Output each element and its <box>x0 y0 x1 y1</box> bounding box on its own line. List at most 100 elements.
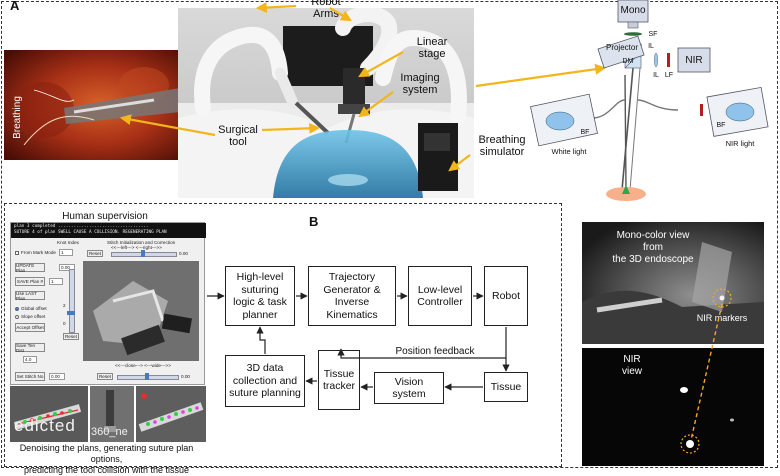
thumb-text-2: 360_ne <box>91 426 128 438</box>
thumb-text-1: edicted <box>14 416 76 435</box>
endoscope-photo: Breathing <box>4 50 180 160</box>
low-level-controller-text: Low-level Controller <box>417 283 463 309</box>
robot-setup-photo <box>178 8 474 198</box>
scale-zero: 0 <box>63 321 66 326</box>
supervision-title: Human supervision <box>62 211 148 222</box>
linear-stage-label: Linear stage <box>416 36 448 60</box>
high-level-planner-text: High-level suturing logic & task planner <box>233 271 287 321</box>
data-collection-text: 3D data collection and suture planning <box>229 362 301 400</box>
horizontal-slider-bottom-thumb[interactable] <box>145 373 149 380</box>
arrow-robot-arm-center <box>329 7 352 22</box>
suture-plan-thumb-3 <box>136 386 206 442</box>
save-plan-button[interactable]: SAVE Plan # <box>15 277 45 286</box>
set-stitch-no-button[interactable]: Set Stitch No <box>15 372 45 381</box>
from-mark-mode-label: From Mark Mode <box>21 250 56 255</box>
arrow-linear-stage <box>358 51 404 78</box>
breathing-simulator-label: Breathing simulator <box>478 134 526 158</box>
use-last-plan-button[interactable]: Use LAST Plan <box>15 291 45 301</box>
global-offset-radio[interactable] <box>15 307 19 311</box>
optics-schematic: Mono SF IL DM IL LF NIR Projector BF BF … <box>530 0 780 205</box>
supervision-gui: plan 3 completed .......................… <box>10 222 206 385</box>
panel-a-arrows <box>119 2 607 172</box>
white-light-label: White light <box>551 147 587 156</box>
tissue-tracker-text: Tissue tracker <box>322 367 356 393</box>
data-collection-box: 3D data collection and suture planning <box>225 355 305 407</box>
knot-index-field[interactable]: 1 <box>59 249 73 256</box>
mono-camera-label: Mono <box>620 5 646 16</box>
slope-offset-label: Slope offset <box>21 314 46 319</box>
tissue-tracker-box: Tissue tracker <box>318 350 360 410</box>
mono-color-view: Mono-color view from the 3D endoscope NI… <box>582 222 764 344</box>
arrow-data-to-planner <box>256 326 266 354</box>
arrow-surgical-tool-robot <box>261 122 321 134</box>
il-bottom-label: IL <box>653 72 659 79</box>
arrow-imaging-system <box>358 91 394 118</box>
arrow-robot-arm-left <box>255 2 297 14</box>
robot-box: Robot <box>484 266 528 326</box>
slider-bottom-label: <<---close---> <---wide--->> <box>115 363 171 368</box>
bf-right-label: BF <box>716 122 726 129</box>
arrow-breathing-sim <box>448 154 471 172</box>
save-ten-dist-button[interactable]: Save Ten Dist <box>15 343 45 353</box>
suture-plan-thumb-2: 360_ne <box>90 386 134 442</box>
robot-text: Robot <box>491 289 521 302</box>
dm-label: DM <box>622 58 634 65</box>
panel-a-letter: A <box>10 0 20 13</box>
tissue-text: Tissue <box>490 380 522 393</box>
reset-top-button[interactable]: Reset <box>87 250 103 257</box>
position-feedback-label: Position feedback <box>395 346 475 357</box>
horizontal-slider-top-thumb[interactable] <box>141 250 145 257</box>
slider-bottom-value: 0.00 <box>181 374 190 379</box>
nir-light-label: NIR light <box>725 139 755 148</box>
vertical-slider-thumb[interactable] <box>67 311 75 315</box>
nir-view-label: NIR view <box>621 354 642 377</box>
robot-arms-label: Robot Arms <box>311 0 341 20</box>
mono-view-caption: Mono-color view from the 3D endoscope <box>612 230 694 265</box>
tissue-box: Tissue <box>484 372 528 402</box>
slider-top-value: 0.00 <box>179 251 188 256</box>
imaging-system-label: Imaging system <box>400 72 440 96</box>
gui-log: plan 3 completed .......................… <box>11 223 206 238</box>
sf-label: SF <box>648 31 658 38</box>
nir-markers-label: NIR markers <box>696 313 748 323</box>
outer-frame <box>1 1 778 468</box>
reset-left-button[interactable]: Reset <box>63 333 79 340</box>
flow-arrows <box>207 292 510 391</box>
low-level-controller-box: Low-level Controller <box>408 266 472 326</box>
ten-dist-field[interactable]: 4.0 <box>23 356 37 363</box>
nir-camera-label: NIR <box>685 55 703 66</box>
bf-left-label: BF <box>580 129 590 136</box>
update-plan-field[interactable]: 0.00 <box>59 264 75 271</box>
knot-index-label: Knot Index <box>57 240 79 245</box>
arrow-surgical-tool-photo <box>119 114 216 137</box>
suture-plan-thumb-1: edicted <box>10 386 88 442</box>
trajectory-generator-text: Trajectory Generator & Inverse Kinematic… <box>323 271 381 321</box>
stitch-no-field[interactable]: 0.00 <box>49 373 65 380</box>
slider-top-label: <<---left---> <---right--->> <box>111 245 162 250</box>
global-offset-label: Global offset <box>21 306 47 311</box>
scale-two: 2 <box>63 303 66 308</box>
surgical-tool-label: Surgical tool <box>218 124 258 148</box>
il-top-label: IL <box>648 43 654 50</box>
nir-marker-link <box>690 303 723 441</box>
lf-label: LF <box>664 72 674 79</box>
slope-offset-radio[interactable] <box>15 315 19 319</box>
projector-label: Projector <box>605 43 638 52</box>
arrow-position-feedback <box>337 348 506 359</box>
reset-bottom-button[interactable]: Reset <box>97 373 113 380</box>
accept-offset-button[interactable]: Accept Offset <box>15 323 45 332</box>
arrow-to-optics <box>475 63 607 88</box>
high-level-planner-box: High-level suturing logic & task planner <box>225 266 295 326</box>
vertical-slider-track[interactable] <box>69 269 75 333</box>
from-mark-mode-checkbox[interactable] <box>15 251 19 255</box>
vision-system-text: Vision system <box>392 375 426 401</box>
trajectory-generator-box: Trajectory Generator & Inverse Kinematic… <box>308 266 396 326</box>
vision-system-box: Vision system <box>374 372 444 404</box>
update-plan-button[interactable]: UPDATE Plan <box>15 263 45 273</box>
save-plan-field[interactable]: 1 <box>49 278 63 285</box>
gui-log-line-2: SUTURE 4 of plan SWELL CAUSE A COLLISION… <box>14 230 167 235</box>
gui-tool-view <box>83 261 199 361</box>
gui-log-line-1: plan 3 completed .......................… <box>14 224 149 229</box>
panel-b-letter: B <box>309 214 319 229</box>
nir-view: NIR view <box>582 348 764 466</box>
